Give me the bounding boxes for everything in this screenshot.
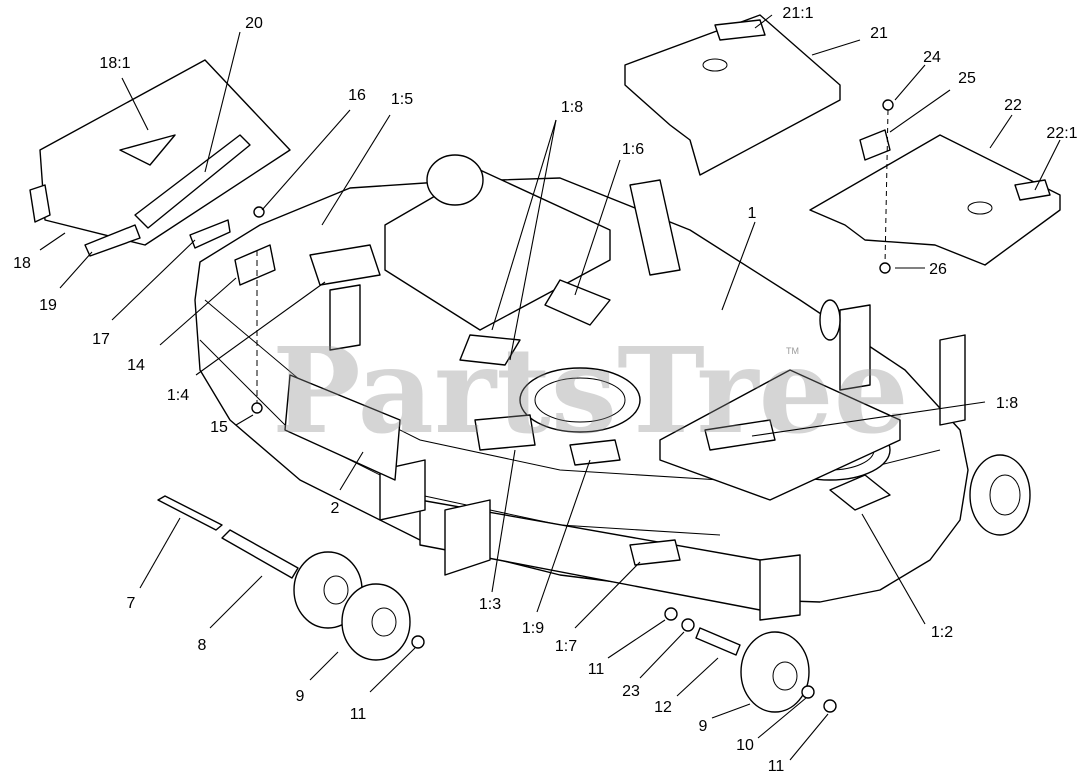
callout-label: 1:8 bbox=[561, 99, 583, 116]
spring-17 bbox=[189, 219, 231, 249]
rear-wheel-right bbox=[819, 299, 841, 341]
callout-label: 24 bbox=[923, 49, 941, 66]
callout-label: 17 bbox=[92, 331, 110, 348]
deck-housing bbox=[194, 169, 969, 621]
callout-label: 25 bbox=[958, 70, 976, 87]
callout-label: 15 bbox=[210, 419, 228, 436]
callout-label: 19 bbox=[39, 297, 57, 314]
callout-label: 21:1 bbox=[782, 5, 813, 22]
decal-1-6 bbox=[544, 279, 611, 326]
callout-label: 1:2 bbox=[931, 624, 953, 641]
wheel-9-front bbox=[740, 631, 810, 713]
callout-label: 1:7 bbox=[555, 638, 577, 655]
rear-wheel-left bbox=[426, 154, 484, 206]
screw-26 bbox=[879, 262, 891, 274]
washer-10 bbox=[801, 685, 815, 699]
callout-label: 18:1 bbox=[99, 55, 130, 72]
callout-label: 12 bbox=[654, 699, 672, 716]
callout-label: 1:5 bbox=[391, 91, 413, 108]
decal-21-1 bbox=[714, 19, 766, 41]
axle-bolt-12 bbox=[695, 627, 741, 656]
decal-22-1 bbox=[1014, 179, 1051, 201]
callout-label: 11 bbox=[768, 758, 785, 775]
baffle-2 bbox=[284, 374, 401, 481]
latch-25 bbox=[859, 129, 891, 161]
latch-line bbox=[884, 109, 889, 266]
cover-22 bbox=[809, 134, 1061, 266]
callout-label: 22 bbox=[1004, 97, 1022, 114]
callout-label: 11 bbox=[588, 661, 605, 678]
callout-label: 2 bbox=[331, 500, 340, 517]
bracket-14 bbox=[234, 244, 276, 286]
callout-label: 10 bbox=[736, 737, 754, 754]
decal-1-9 bbox=[569, 439, 621, 466]
callout-label: 26 bbox=[929, 261, 947, 278]
bolt-7 bbox=[157, 495, 223, 531]
nut-24 bbox=[882, 99, 894, 111]
washer-23 bbox=[681, 618, 695, 632]
callout-label: 8 bbox=[198, 637, 207, 654]
decal-1-8-b bbox=[704, 419, 776, 451]
bolt-15 bbox=[251, 402, 263, 414]
callout-label: 9 bbox=[699, 718, 708, 735]
watermark-trademark: TM bbox=[786, 346, 799, 356]
callout-label: 11 bbox=[350, 706, 367, 723]
cover-21 bbox=[624, 14, 841, 176]
decal-1-2 bbox=[829, 474, 891, 511]
callout-label: 14 bbox=[127, 357, 145, 374]
roller-9-left bbox=[293, 551, 411, 661]
callout-label: 23 bbox=[622, 683, 640, 700]
decal-1-4 bbox=[309, 244, 381, 286]
chute-hinge-plate bbox=[134, 134, 251, 229]
nut-11-wheel bbox=[823, 699, 837, 713]
nut-11-front bbox=[664, 607, 678, 621]
nut-11-left bbox=[411, 635, 425, 649]
callout-label: 1 bbox=[748, 205, 757, 222]
callout-label: 1:6 bbox=[622, 141, 644, 158]
decal-1-7 bbox=[629, 539, 681, 566]
callout-label: 16 bbox=[348, 87, 366, 104]
front-wheel-right-mounted bbox=[969, 454, 1031, 536]
callout-label: 22:1 bbox=[1046, 125, 1077, 142]
nut-16 bbox=[253, 206, 265, 218]
decal-18-1 bbox=[119, 134, 176, 166]
decal-1-8-a bbox=[459, 334, 521, 366]
callout-label: 1:9 bbox=[522, 620, 544, 637]
callout-label: 7 bbox=[127, 595, 136, 612]
callout-label: 9 bbox=[296, 688, 305, 705]
callout-label: 1:3 bbox=[479, 596, 501, 613]
leader-lines bbox=[39, 14, 1061, 761]
discharge-chute bbox=[29, 59, 291, 257]
callout-label: 20 bbox=[245, 15, 263, 32]
callout-label: 18 bbox=[13, 255, 31, 272]
callout-labels: 20 18:1 16 1:5 1:8 1:6 21:1 21 24 25 22 … bbox=[13, 5, 1078, 775]
callout-label: 1:8 bbox=[996, 395, 1018, 412]
hinge-rod-19 bbox=[84, 224, 141, 257]
spacer-8 bbox=[221, 529, 299, 579]
callout-label: 21 bbox=[870, 25, 888, 42]
decal-1-3 bbox=[474, 414, 536, 451]
watermark: PartsTree bbox=[272, 321, 909, 460]
callout-label: 1:4 bbox=[167, 387, 189, 404]
